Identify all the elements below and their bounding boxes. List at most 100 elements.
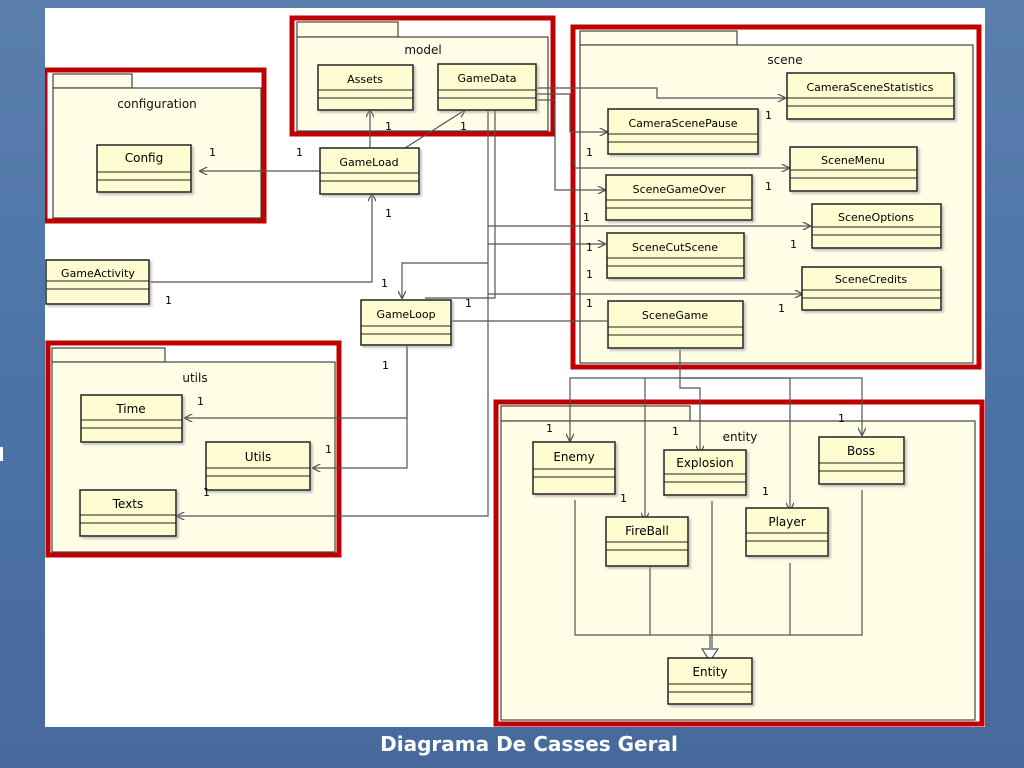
class-fireball[interactable]: FireBall bbox=[605, 516, 689, 567]
class-label-player: Player bbox=[768, 515, 805, 529]
multiplicity-label: 1 bbox=[672, 425, 679, 438]
class-label-time: Time bbox=[115, 402, 145, 416]
multiplicity-label: 1 bbox=[203, 486, 210, 499]
slide-caption: Diagrama De Casses Geral bbox=[380, 732, 678, 756]
class-label-utils: Utils bbox=[245, 450, 271, 464]
class-label-config: Config bbox=[125, 151, 164, 165]
class-label-entity: Entity bbox=[692, 665, 727, 679]
multiplicity-label: 1 bbox=[586, 297, 593, 310]
line-enemy-entity bbox=[574, 500, 711, 648]
class-label-scene-game: SceneGame bbox=[642, 309, 709, 322]
multiplicity-label: 1 bbox=[165, 294, 172, 307]
package-label-model: model bbox=[404, 43, 441, 57]
class-label-game-load: GameLoad bbox=[339, 156, 398, 169]
connectors bbox=[150, 87, 863, 663]
class-texts[interactable]: Texts bbox=[79, 489, 177, 537]
multiplicity-label: 1 bbox=[385, 120, 392, 133]
line-boss-entity bbox=[790, 490, 863, 636]
class-utils[interactable]: Utils bbox=[205, 441, 311, 491]
line-gameloop-utils bbox=[313, 345, 408, 468]
class-label-scene-menu: SceneMenu bbox=[821, 154, 885, 167]
multiplicity-label: 1 bbox=[620, 492, 627, 505]
class-label-scene-credits: SceneCredits bbox=[835, 273, 908, 286]
class-scene-credits[interactable]: SceneCredits bbox=[801, 266, 942, 311]
line-gamedata-trunk2 bbox=[425, 110, 496, 299]
multiplicity-label: 1 bbox=[583, 211, 590, 224]
class-label-camera-scene-statistics: CameraSceneStatistics bbox=[807, 81, 934, 94]
class-camera-scene-statistics[interactable]: CameraSceneStatistics bbox=[786, 72, 955, 120]
classes: Config Assets GameData GameLoad GameActi… bbox=[45, 63, 955, 705]
class-entity[interactable]: Entity bbox=[667, 657, 753, 705]
multiplicity-label: 1 bbox=[790, 238, 797, 251]
multiplicity-label: 1 bbox=[586, 146, 593, 159]
line-bus-explosion bbox=[679, 378, 700, 453]
class-scene-game-over[interactable]: SceneGameOver bbox=[605, 174, 753, 221]
multiplicity-label: 1 bbox=[296, 146, 303, 159]
class-label-game-activity: GameActivity bbox=[61, 267, 135, 280]
multiplicity-label: 1 bbox=[460, 120, 467, 133]
multiplicity-label: 1 bbox=[209, 146, 216, 159]
multiplicity-label: 1 bbox=[586, 241, 593, 254]
class-config[interactable]: Config bbox=[96, 144, 192, 193]
line-gamedata-camerapause bbox=[537, 93, 607, 132]
multiplicity-label: 1 bbox=[838, 412, 845, 425]
edge-marker bbox=[0, 447, 3, 461]
line-trunk-menu bbox=[574, 158, 789, 168]
multiplicity-label: 1 bbox=[465, 297, 472, 310]
class-game-load[interactable]: GameLoad bbox=[319, 147, 420, 195]
class-scene-menu[interactable]: SceneMenu bbox=[789, 146, 918, 192]
line-gamedata-trunk bbox=[177, 110, 489, 516]
multiplicity-label: 1 bbox=[765, 180, 772, 193]
multiplicity-label: 1 bbox=[325, 443, 332, 456]
class-time[interactable]: Time bbox=[80, 394, 183, 443]
highlight-scene bbox=[570, 24, 982, 370]
line-gamedata-camerastatistics bbox=[537, 87, 785, 98]
line-gamedata-gameover bbox=[537, 99, 605, 190]
class-scene-options[interactable]: SceneOptions bbox=[811, 203, 942, 249]
class-boss[interactable]: Boss bbox=[818, 436, 905, 485]
multiplicity-label: 1 bbox=[778, 302, 785, 315]
class-player[interactable]: Player bbox=[745, 507, 829, 557]
line-scenegame-bus bbox=[570, 350, 681, 441]
class-label-game-loop: GameLoop bbox=[376, 308, 435, 321]
package-label-utils: utils bbox=[182, 371, 207, 385]
highlight-utils bbox=[45, 340, 342, 558]
multiplicity-label: 1 bbox=[382, 359, 389, 372]
highlight-model bbox=[289, 15, 556, 137]
class-enemy[interactable]: Enemy bbox=[532, 441, 616, 495]
line-bus-boss bbox=[680, 377, 862, 435]
multiplicity-label: 1 bbox=[546, 422, 553, 435]
class-label-scene-cut-scene: SceneCutScene bbox=[632, 241, 718, 254]
multiplicity-label: 1 bbox=[197, 395, 204, 408]
class-explosion[interactable]: Explosion bbox=[663, 449, 747, 496]
line-gameload-gamedata bbox=[404, 110, 465, 149]
class-game-activity[interactable]: GameActivity bbox=[45, 259, 150, 305]
multiplicity-labels: 1 1 1 1 1 1 1 1 1 1 1 1 1 1 1 1 1 1 1 1 … bbox=[165, 109, 845, 505]
class-label-game-data: GameData bbox=[457, 72, 516, 85]
class-scene-cut-scene[interactable]: SceneCutScene bbox=[606, 232, 745, 279]
package-label-entity: entity bbox=[723, 430, 758, 444]
class-label-scene-game-over: SceneGameOver bbox=[633, 183, 726, 196]
multiplicity-label: 1 bbox=[765, 109, 772, 122]
package-label-scene: scene bbox=[767, 53, 802, 67]
highlight-entity bbox=[493, 399, 985, 727]
line-gameloop-up bbox=[402, 262, 488, 298]
highlight-borders bbox=[42, 15, 985, 727]
class-scene-game[interactable]: SceneGame bbox=[607, 300, 744, 349]
class-assets[interactable]: Assets bbox=[317, 64, 414, 111]
class-game-data[interactable]: GameData bbox=[437, 63, 537, 111]
class-label-enemy: Enemy bbox=[553, 450, 594, 464]
generalization-arrowhead bbox=[700, 648, 720, 663]
class-label-assets: Assets bbox=[347, 73, 383, 86]
class-label-fireball: FireBall bbox=[625, 524, 669, 538]
class-label-boss: Boss bbox=[847, 444, 875, 458]
multiplicity-label: 1 bbox=[381, 277, 388, 290]
multiplicity-label: 1 bbox=[385, 207, 392, 220]
package-label-configuration: configuration bbox=[117, 97, 197, 111]
class-game-loop[interactable]: GameLoop bbox=[360, 299, 452, 346]
multiplicity-label: 1 bbox=[586, 268, 593, 281]
class-label-explosion: Explosion bbox=[676, 456, 734, 470]
diagram-canvas: configuration model scene utils entity bbox=[42, 8, 985, 727]
class-camera-scene-pause[interactable]: CameraScenePause bbox=[607, 108, 759, 155]
class-label-texts: Texts bbox=[112, 497, 144, 511]
